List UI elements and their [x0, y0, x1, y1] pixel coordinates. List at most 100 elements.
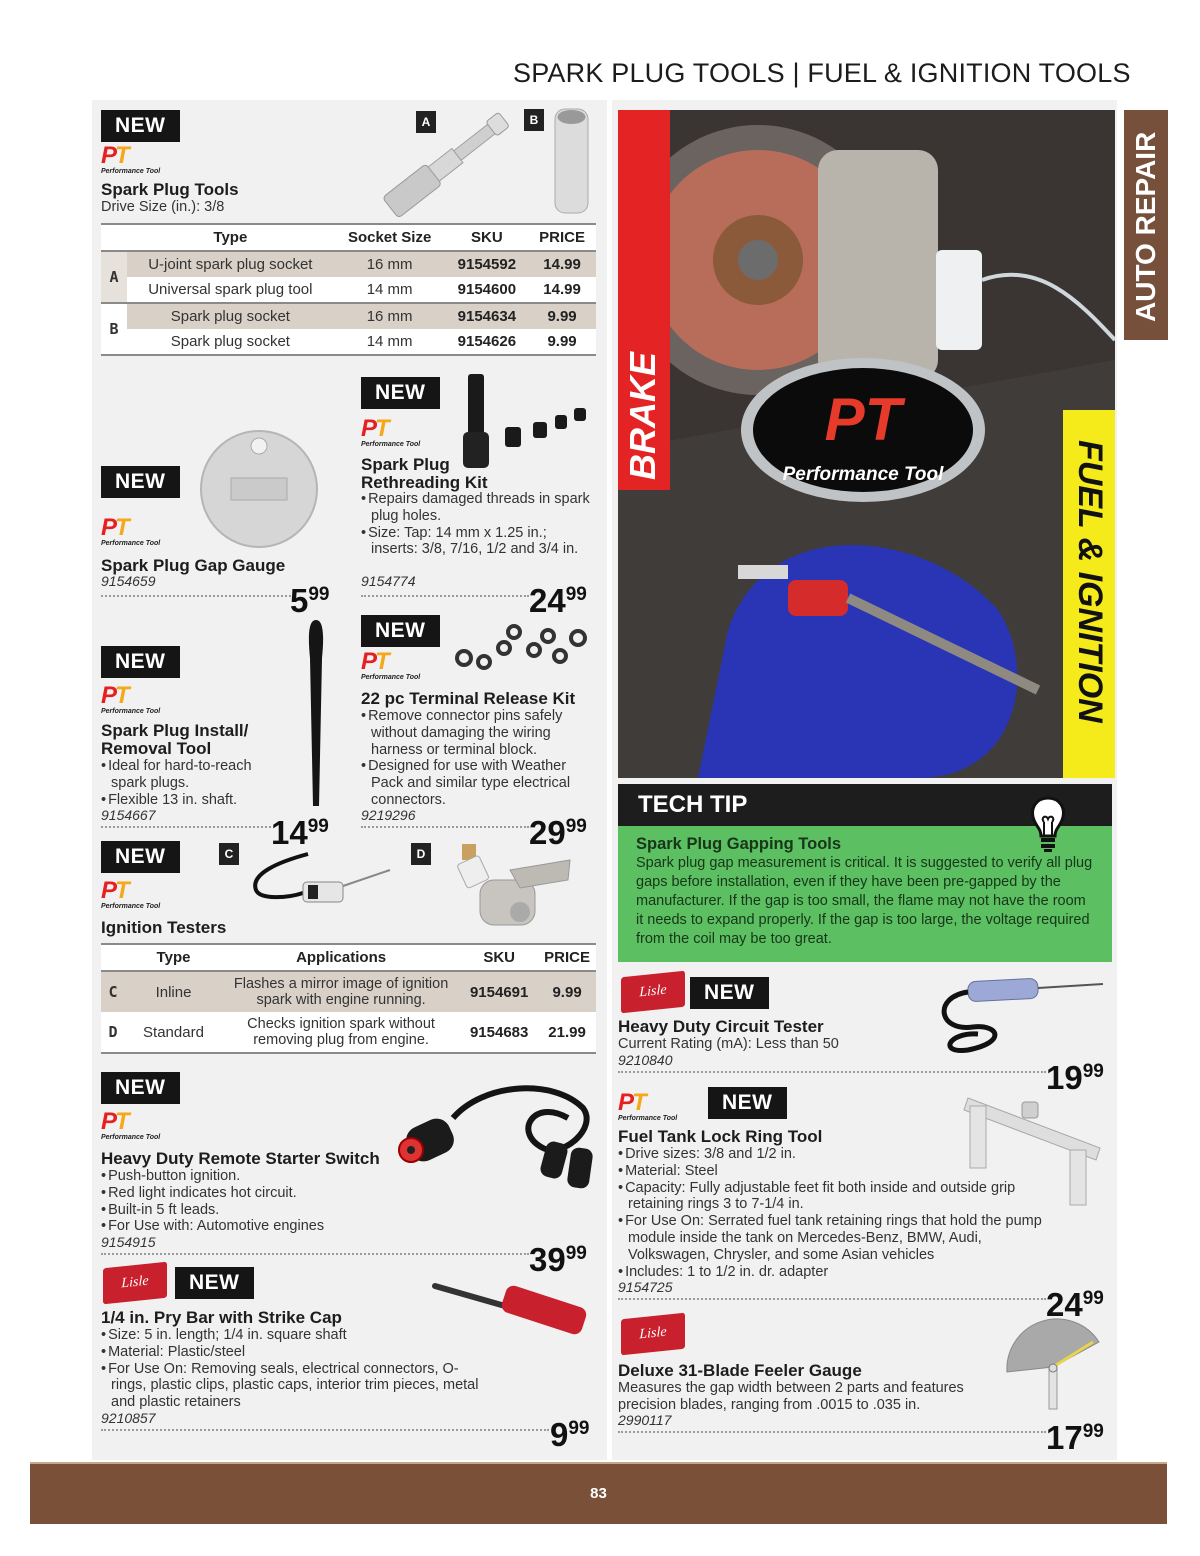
performance-tool-logo: PT Performance Tool	[618, 1089, 678, 1123]
product-price: 1999	[1046, 1059, 1104, 1096]
feature-list: Push-button ignition. Red light indicate…	[101, 1168, 401, 1235]
product-title: Spark Plug Tools	[101, 180, 239, 199]
page-footer: 83	[30, 1462, 1167, 1524]
product-sku: 9154915	[101, 1234, 156, 1250]
lisle-logo: Lisle	[621, 1312, 685, 1356]
feature-list: Size: 5 in. length; 1/4 in. square shaft…	[101, 1327, 491, 1411]
product-sku: 9154667	[101, 807, 156, 823]
performance-tool-logo: PT Performance Tool	[101, 877, 161, 911]
spark-plug-socket-image	[554, 108, 589, 214]
tech-tip-header: TECH TIP	[618, 784, 1112, 826]
feature-list: Ideal for hard-to-reach spark plugs. Fle…	[101, 758, 271, 808]
lisle-logo: Lisle	[103, 1261, 167, 1305]
product-subtitle: Current Rating (mA): Less than 50	[618, 1036, 839, 1052]
lock-ring-tool-image	[963, 1097, 1101, 1206]
product-title: Ignition Testers	[101, 918, 227, 937]
new-badge: NEW	[175, 1267, 254, 1299]
auto-repair-section-tab: AUTO REPAIR	[1124, 110, 1168, 340]
page-title: SPARK PLUG TOOLS | FUEL & IGNITION TOOLS	[513, 58, 1131, 88]
dotted-leader	[101, 1429, 549, 1431]
dotted-leader	[361, 826, 529, 828]
product-sku: 9210857	[101, 1410, 156, 1426]
new-badge: NEW	[101, 1072, 180, 1104]
product-price: 3999	[529, 1241, 587, 1278]
table-row: D Standard Checks ignition spark without…	[101, 1012, 596, 1054]
dotted-leader	[361, 595, 529, 597]
feeler-gauge-image	[1006, 1318, 1100, 1410]
install-tool-image	[308, 620, 324, 806]
performance-tool-logo: PT Performance Tool	[101, 682, 161, 716]
table-row: C Inline Flashes a mirror image of ignit…	[101, 971, 596, 1012]
hero-image-brake-fuel-ignition: PT Performance Tool BRAKE FUEL & IGNITIO…	[618, 110, 1115, 778]
product-title: Spark Plug Gap Gauge	[101, 556, 286, 575]
performance-tool-logo: PT Performance Tool	[101, 514, 161, 548]
dotted-leader	[618, 1071, 1046, 1073]
table-row: Spark plug socket 14 mm 9154626 9.99	[101, 329, 596, 356]
performance-tool-logo: PT Performance Tool	[101, 1108, 161, 1142]
ignition-testers-table: Type Applications SKU PRICE C Inline Fla…	[101, 943, 596, 1054]
page-number: 83	[590, 1485, 607, 1502]
new-badge: NEW	[101, 646, 180, 678]
product-price: 2499	[529, 582, 587, 619]
spark-plug-tools-table: Type Socket Size SKU PRICE A U-joint spa…	[101, 223, 596, 356]
tech-tip-body: Spark Plug Gapping Tools Spark plug gap …	[618, 826, 1112, 962]
tech-tip-title: Spark Plug Gapping Tools	[636, 835, 842, 853]
product-sku: 9154725	[618, 1279, 673, 1295]
performance-tool-logo: PT Performance Tool	[361, 648, 421, 682]
lightbulb-icon	[1031, 796, 1065, 852]
dotted-leader	[101, 826, 271, 828]
item-tag-d: D	[411, 843, 431, 865]
brake-category-label: BRAKE	[622, 351, 663, 480]
product-sku: 9219296	[361, 807, 416, 823]
product-sku: 9154659	[101, 573, 156, 589]
svg-text:Performance Tool: Performance Tool	[783, 464, 945, 485]
product-sku: 9210840	[618, 1052, 673, 1068]
product-sku: 2990117	[618, 1412, 672, 1428]
dotted-leader	[101, 595, 291, 597]
product-title: Spark Plug Install/Removal Tool	[101, 721, 249, 758]
product-price: 999	[550, 1416, 590, 1453]
product-title: 22 pc Terminal Release Kit	[361, 689, 576, 708]
product-price: 599	[290, 582, 330, 619]
table-row: B Spark plug socket 16 mm 9154634 9.99	[101, 303, 596, 356]
item-tag-b: B	[524, 109, 544, 131]
brake-category-band	[618, 110, 670, 490]
new-badge: NEW	[361, 615, 440, 647]
feature-list: Remove connector pins safely without dam…	[361, 708, 596, 809]
feature-list: Drive sizes: 3/8 and 1/2 in. Material: S…	[618, 1146, 1043, 1280]
product-price: 1499	[271, 814, 329, 851]
table-row: Universal spark plug tool 14 mm 9154600 …	[101, 277, 596, 304]
product-price: 2999	[529, 814, 587, 851]
gap-gauge-image	[200, 430, 318, 548]
dotted-leader	[618, 1431, 1046, 1433]
product-title: Heavy Duty Remote Starter Switch	[101, 1149, 380, 1168]
item-tag-c: C	[219, 843, 239, 865]
table-row: A U-joint spark plug socket 16 mm 915459…	[101, 251, 596, 304]
product-sku: 9154774	[361, 573, 416, 589]
product-title: 1/4 in. Pry Bar with Strike Cap	[101, 1308, 342, 1327]
svg-text:PT: PT	[825, 386, 906, 453]
new-badge: NEW	[101, 466, 180, 498]
new-badge: NEW	[101, 841, 180, 873]
dotted-leader	[101, 1253, 529, 1255]
new-badge: NEW	[361, 377, 440, 409]
new-badge: NEW	[708, 1087, 787, 1119]
performance-tool-logo: PT Performance Tool	[101, 142, 161, 176]
product-description: Measures the gap width between 2 parts a…	[618, 1380, 964, 1413]
circuit-tester-image	[941, 978, 1104, 1053]
pry-bar-image	[432, 1283, 587, 1335]
inline-tester-image	[253, 852, 391, 903]
hero-photo-illustration: PT Performance Tool	[618, 110, 1115, 778]
product-title: Fuel Tank Lock Ring Tool	[618, 1127, 823, 1146]
item-tag-a: A	[416, 111, 436, 133]
terminal-kit-image	[455, 624, 587, 670]
new-badge: NEW	[101, 110, 180, 142]
rethreading-kit-image	[463, 374, 586, 468]
remote-starter-image	[398, 1085, 593, 1189]
standard-tester-image	[457, 844, 571, 926]
product-subtitle: Drive Size (in.): 3/8	[101, 199, 225, 215]
fuel-ignition-category-label: FUEL & IGNITION	[1071, 440, 1109, 723]
feature-list: Repairs damaged threads in spark plug ho…	[361, 491, 591, 558]
dotted-leader	[618, 1298, 1046, 1300]
lisle-logo: Lisle	[621, 970, 685, 1014]
